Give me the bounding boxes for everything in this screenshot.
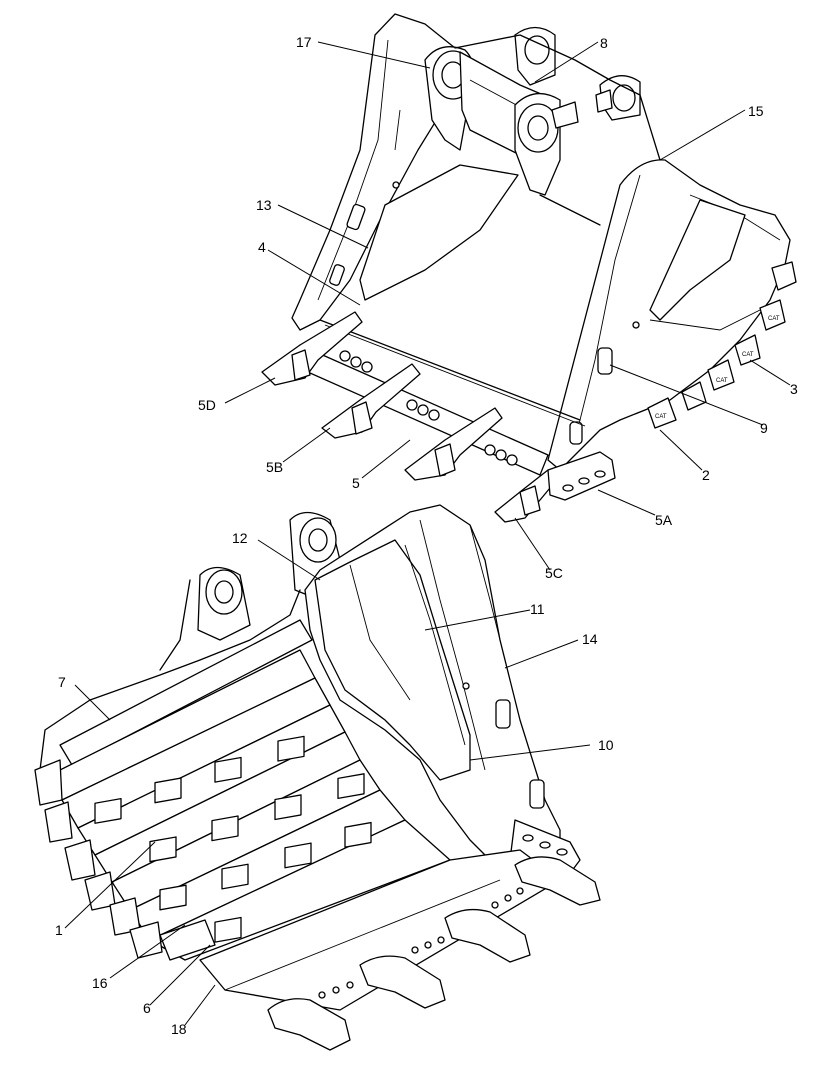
callout-13: 13 bbox=[256, 197, 272, 213]
wear-plate-12 bbox=[314, 539, 471, 781]
upper-bucket bbox=[261, 13, 797, 523]
callout-5: 5 bbox=[352, 475, 360, 491]
callout-5c: 5C bbox=[545, 565, 563, 581]
wear-blocks-1 bbox=[94, 735, 372, 943]
tooth-5d bbox=[261, 311, 363, 386]
cat-mark: CAT bbox=[655, 414, 667, 420]
cat-marks: CAT CAT CAT CAT bbox=[655, 316, 780, 420]
tooth-5b bbox=[321, 363, 421, 439]
callout-11: 11 bbox=[530, 601, 545, 617]
callout-15: 15 bbox=[748, 103, 764, 119]
leader-lines bbox=[64, 41, 791, 1026]
callout-9: 9 bbox=[760, 420, 768, 436]
cat-mark: CAT bbox=[742, 352, 754, 358]
cat-mark: CAT bbox=[716, 378, 728, 384]
callout-14: 14 bbox=[582, 631, 598, 647]
callout-1: 1 bbox=[55, 922, 63, 938]
tooth-5c bbox=[494, 469, 556, 523]
wear-plate-13 bbox=[359, 164, 519, 301]
callout-2: 2 bbox=[702, 467, 710, 483]
left-side-plate bbox=[291, 13, 471, 331]
callout-5a: 5A bbox=[655, 512, 673, 528]
callout-17: 17 bbox=[296, 34, 312, 50]
callout-18: 18 bbox=[171, 1021, 187, 1037]
callout-12: 12 bbox=[232, 530, 248, 546]
callout-10: 10 bbox=[598, 737, 614, 753]
base-edge-4 bbox=[319, 319, 581, 421]
callout-16: 16 bbox=[92, 975, 108, 991]
side-slot-9 bbox=[597, 347, 613, 375]
lower-bucket bbox=[34, 504, 601, 1051]
edge-bolts bbox=[339, 350, 518, 466]
edge-protectors bbox=[647, 261, 797, 429]
callout-5b: 5B bbox=[266, 459, 283, 475]
lower-teeth bbox=[267, 856, 601, 1051]
callout-6: 6 bbox=[143, 1000, 151, 1016]
callout-labels: 17 8 15 13 4 5D 5B 5 5C 5A 2 3 9 12 11 1… bbox=[55, 34, 798, 1037]
lower-edge-bolts bbox=[318, 887, 524, 999]
right-side-plate-15 bbox=[547, 159, 791, 471]
tooth-mid bbox=[404, 407, 503, 481]
cat-mark: CAT bbox=[768, 316, 780, 322]
callout-4: 4 bbox=[258, 239, 266, 255]
callout-5d: 5D bbox=[198, 397, 216, 413]
callout-8: 8 bbox=[600, 35, 608, 51]
liner-11 bbox=[419, 519, 486, 771]
callout-7: 7 bbox=[58, 674, 66, 690]
callout-3: 3 bbox=[790, 381, 798, 397]
